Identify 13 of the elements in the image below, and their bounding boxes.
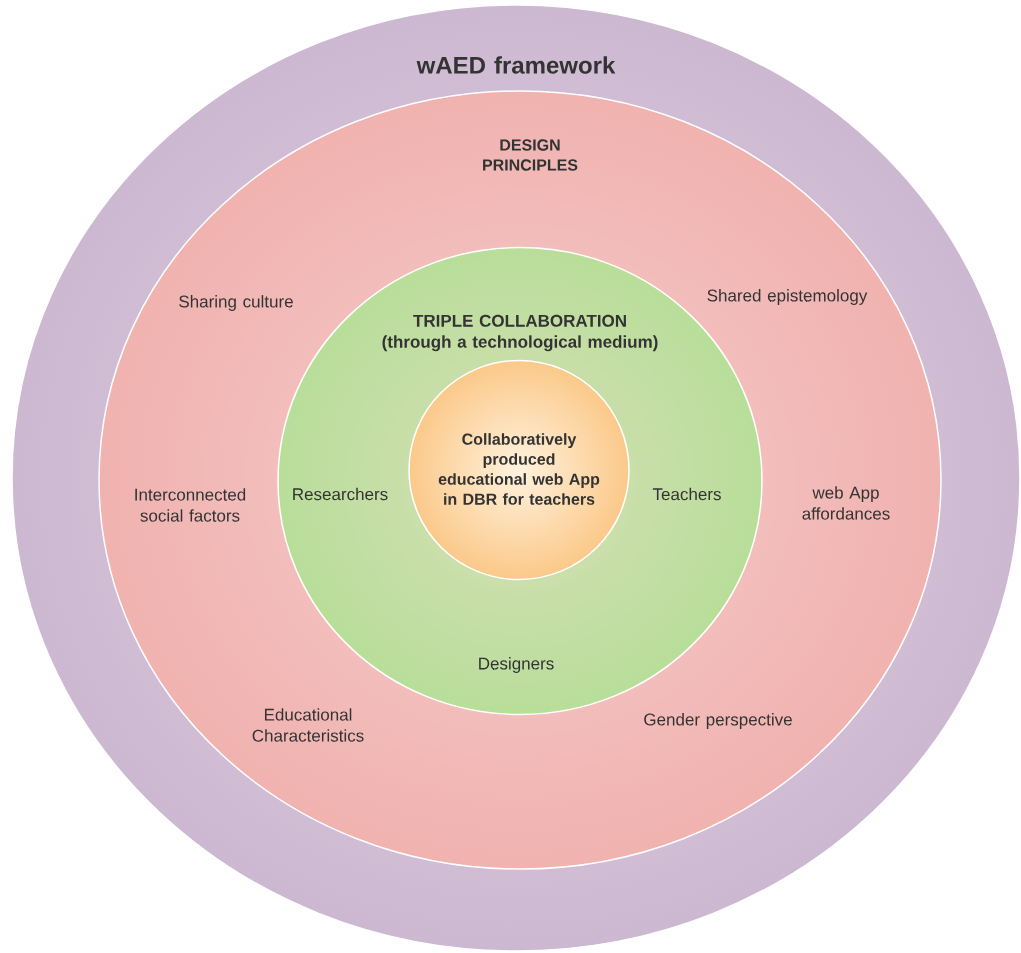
band-label: Researchers [293, 487, 388, 501]
band-label: Gender perspective [644, 713, 792, 729]
band-heading: TRIPLE COLLABORATION (through a technological medium) [382, 314, 658, 352]
band-label: Interconnected social factors [135, 488, 246, 522]
band-label: Designers [479, 657, 554, 673]
band-heading: wAED framework [416, 56, 616, 74]
band-heading: Collaboratively produced educational web App in DBR for teachers [438, 433, 600, 505]
band-label: Educational Characteristics [252, 708, 364, 742]
band-label: Shared epistemology [707, 289, 868, 305]
band-heading: DESIGN PRINCIPLES [483, 139, 578, 171]
band-label: Teachers [652, 487, 721, 501]
band-label: web App affordances [802, 486, 890, 520]
band-label: Sharing culture [179, 295, 293, 311]
